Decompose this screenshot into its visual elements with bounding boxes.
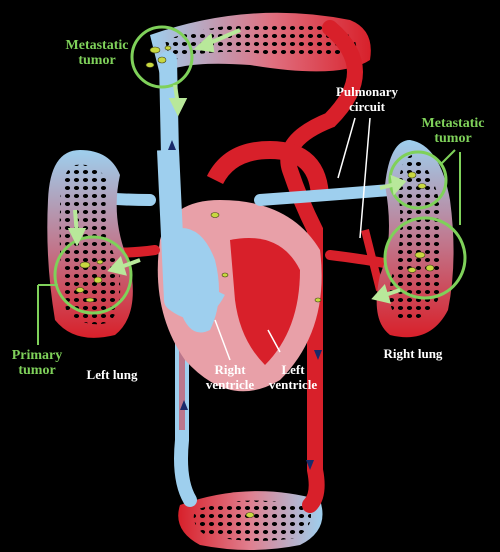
primary-tumor-label: Primary tumor bbox=[11, 348, 63, 378]
left-lung-label: Left lung bbox=[86, 367, 138, 382]
metastatic-tumor-right-upper-circle bbox=[388, 150, 448, 210]
right-ventricle-label: Right ventricle bbox=[205, 362, 255, 392]
left-ventricle-label: Left ventricle bbox=[268, 362, 318, 392]
primary-tumor-circle bbox=[53, 235, 133, 315]
heart bbox=[157, 149, 322, 392]
pointer-lines bbox=[37, 117, 461, 361]
tumor-circles bbox=[53, 25, 467, 315]
right-lung-label: Right lung bbox=[383, 346, 443, 361]
direction-arrows bbox=[168, 140, 322, 470]
metastatic-tumor-top-label: Metastatic tumor bbox=[65, 38, 129, 68]
systemic-artery bbox=[206, 20, 363, 513]
upper-capillary-bed bbox=[150, 12, 371, 76]
pulmonary-circuit-label: Pulmonary circuit bbox=[335, 84, 399, 114]
tumor-cells bbox=[75, 45, 435, 518]
metastatic-tumor-right-label: Metastatic tumor bbox=[421, 116, 485, 146]
flow-arrows bbox=[67, 28, 407, 304]
metastatic-tumor-top-circle bbox=[130, 25, 194, 89]
lower-capillary-bed bbox=[178, 491, 323, 550]
left-lung-shape bbox=[47, 150, 133, 338]
right-lung-shape bbox=[376, 140, 454, 338]
metastatic-tumor-right-lower-circle bbox=[383, 216, 467, 300]
